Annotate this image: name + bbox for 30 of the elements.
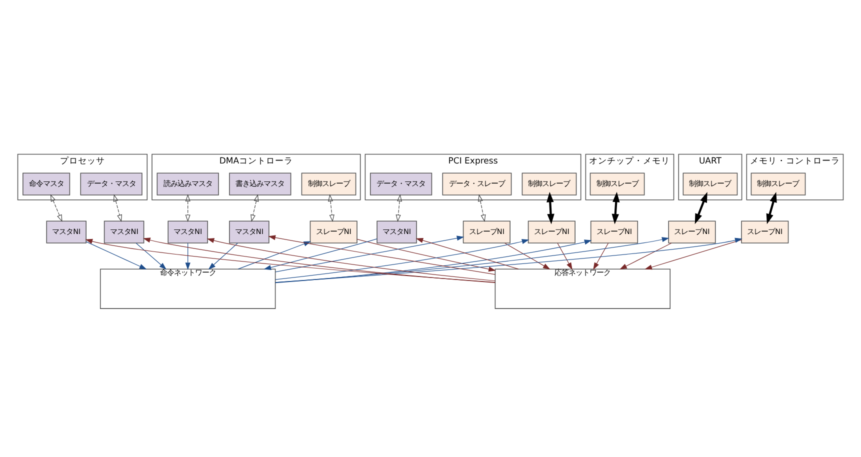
arrow: [268, 234, 496, 274]
arrow: [185, 242, 190, 270]
arrow: [644, 239, 742, 270]
arrow: [328, 194, 334, 222]
arrow: [86, 240, 147, 269]
arrow: [185, 194, 190, 222]
arrow: [356, 238, 496, 272]
arrow: [275, 236, 670, 282]
arrow: [504, 242, 550, 269]
arrow: [593, 242, 609, 270]
arrow: [275, 237, 742, 282]
arrow: [766, 191, 777, 224]
arrow: [85, 238, 496, 282]
arrow: [620, 242, 672, 269]
arrow: [612, 191, 620, 224]
arrow: [546, 191, 554, 224]
arrow: [113, 194, 122, 222]
arrow: [206, 238, 496, 281]
arrow: [557, 242, 572, 270]
arrow: [478, 194, 486, 222]
arrow: [50, 194, 62, 222]
arrow: [143, 237, 496, 282]
arrow: [208, 242, 238, 270]
arrow: [416, 237, 519, 269]
arrow: [694, 192, 708, 224]
arrow: [275, 235, 464, 272]
arrow: [136, 242, 167, 270]
arrow: [264, 238, 378, 270]
arrow: [250, 194, 259, 222]
arrow: [396, 194, 402, 222]
